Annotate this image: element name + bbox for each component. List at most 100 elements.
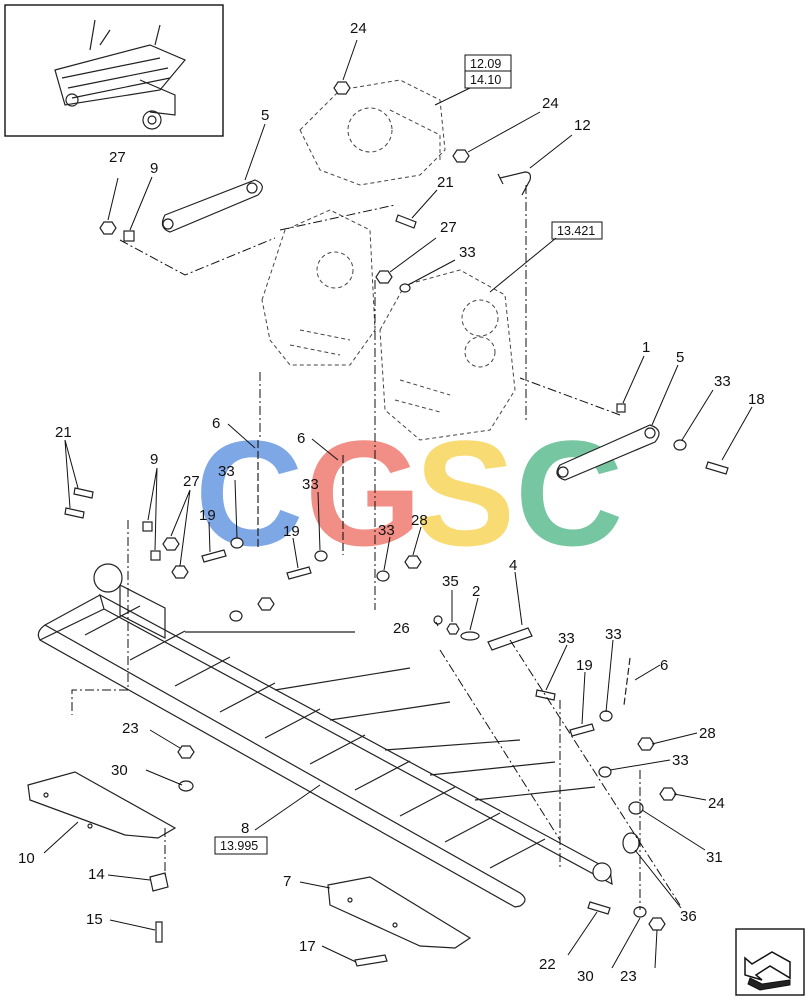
cover-right[interactable] xyxy=(327,876,472,949)
lever-rod[interactable] xyxy=(497,171,532,196)
latch-plate xyxy=(487,627,533,651)
callout-33[interactable]: 33 xyxy=(218,463,235,480)
bolt-icon xyxy=(569,723,595,737)
nut-icon xyxy=(171,565,189,579)
callout-19[interactable]: 19 xyxy=(283,523,300,540)
bushing-icon xyxy=(622,832,640,854)
callout-18[interactable]: 18 xyxy=(748,391,765,408)
callout-24[interactable]: 24 xyxy=(542,95,559,112)
washer-icon xyxy=(673,439,687,451)
square-nut-icon xyxy=(123,230,135,242)
hardware-bottom xyxy=(149,745,388,967)
navigation-arrow-button[interactable] xyxy=(735,928,805,996)
callout-5[interactable]: 5 xyxy=(676,349,684,366)
callout-33[interactable]: 33 xyxy=(378,522,395,539)
hardware-left xyxy=(64,487,422,622)
callout-6[interactable]: 6 xyxy=(212,415,220,432)
gearbox-ghost-left xyxy=(261,209,376,366)
washer-icon xyxy=(376,570,390,582)
nut-icon xyxy=(162,537,180,551)
bolt-icon xyxy=(155,921,163,943)
callout-24[interactable]: 24 xyxy=(350,20,367,37)
bolt-icon xyxy=(286,566,312,580)
callout-21[interactable]: 21 xyxy=(55,424,72,441)
callout-30[interactable]: 30 xyxy=(111,762,128,779)
washer-icon xyxy=(229,610,243,622)
callout-17[interactable]: 17 xyxy=(299,938,316,955)
callout-6[interactable]: 6 xyxy=(660,657,668,674)
ref-c-text: 13.995 xyxy=(220,839,258,853)
washer-icon xyxy=(599,710,613,722)
callout-23[interactable]: 23 xyxy=(620,968,637,985)
ref-box-c[interactable]: 13.995 xyxy=(214,836,268,855)
callout-30[interactable]: 30 xyxy=(577,968,594,985)
baler-overview-icon xyxy=(54,19,186,130)
nut-icon xyxy=(659,787,677,801)
clamp-icon xyxy=(149,872,169,892)
cover-left[interactable] xyxy=(27,771,177,839)
callout-14[interactable]: 14 xyxy=(88,866,105,883)
bolt-icon xyxy=(73,487,94,499)
callout-15[interactable]: 15 xyxy=(86,911,103,928)
pickup-arm-right[interactable] xyxy=(556,424,660,481)
callout-23[interactable]: 23 xyxy=(122,720,139,737)
callout-26[interactable]: 26 xyxy=(393,620,410,637)
ref-box-b[interactable]: 13.421 xyxy=(551,221,603,240)
overview-thumbnail[interactable] xyxy=(4,4,224,137)
callout-19[interactable]: 19 xyxy=(199,507,216,524)
callout-33[interactable]: 33 xyxy=(605,626,622,643)
watermark-letter-4: C xyxy=(515,409,623,577)
callout-10[interactable]: 10 xyxy=(18,850,35,867)
callout-36[interactable]: 36 xyxy=(680,908,697,925)
washer-icon xyxy=(230,537,244,549)
callout-7[interactable]: 7 xyxy=(283,873,291,890)
nut-icon xyxy=(333,81,351,95)
callout-33[interactable]: 33 xyxy=(459,244,476,261)
nut-icon xyxy=(257,597,275,611)
pickup-frame[interactable] xyxy=(37,563,613,908)
callout-28[interactable]: 28 xyxy=(699,725,716,742)
callout-19[interactable]: 19 xyxy=(576,657,593,674)
chain-right[interactable] xyxy=(623,657,631,706)
callout-28[interactable]: 28 xyxy=(411,512,428,529)
washer-icon xyxy=(399,283,411,293)
callout-9[interactable]: 9 xyxy=(150,451,158,468)
callout-8[interactable]: 8 xyxy=(241,820,249,837)
leaders xyxy=(43,39,753,969)
latch-assembly[interactable] xyxy=(433,615,533,651)
bolt-icon xyxy=(535,689,556,701)
pickup-arm-left[interactable] xyxy=(161,179,263,233)
gearbox-ghost-top xyxy=(299,79,446,186)
nut-icon xyxy=(375,270,393,284)
ref-b-text: 13.421 xyxy=(557,224,595,238)
callout-21[interactable]: 21 xyxy=(437,174,454,191)
callout-33[interactable]: 33 xyxy=(558,630,575,647)
callout-27[interactable]: 27 xyxy=(440,219,457,236)
bolt-icon xyxy=(587,901,611,915)
callout-33[interactable]: 33 xyxy=(672,752,689,769)
hardware-right xyxy=(535,689,677,931)
callout-1[interactable]: 1 xyxy=(642,339,650,356)
callout-2[interactable]: 2 xyxy=(472,583,480,600)
nut-icon xyxy=(404,555,422,569)
callout-24[interactable]: 24 xyxy=(708,795,725,812)
callout-4[interactable]: 4 xyxy=(509,557,517,574)
callout-12[interactable]: 12 xyxy=(574,117,591,134)
callout-33[interactable]: 33 xyxy=(714,373,731,390)
callout-33[interactable]: 33 xyxy=(302,476,319,493)
callout-9[interactable]: 9 xyxy=(150,160,158,177)
washer-icon xyxy=(178,780,194,792)
callout-31[interactable]: 31 xyxy=(706,849,723,866)
callout-27[interactable]: 27 xyxy=(183,473,200,490)
gearbox-ghost-right xyxy=(379,269,516,441)
ref-box-a[interactable]: 12.09 14.10 xyxy=(464,54,512,89)
callout-6[interactable]: 6 xyxy=(297,430,305,447)
bolt-icon xyxy=(201,549,227,563)
callout-35[interactable]: 35 xyxy=(442,573,459,590)
square-nut-icon xyxy=(150,550,161,561)
bolt-icon xyxy=(354,954,388,967)
callout-5[interactable]: 5 xyxy=(261,107,269,124)
callout-22[interactable]: 22 xyxy=(539,956,556,973)
callout-27[interactable]: 27 xyxy=(109,149,126,166)
